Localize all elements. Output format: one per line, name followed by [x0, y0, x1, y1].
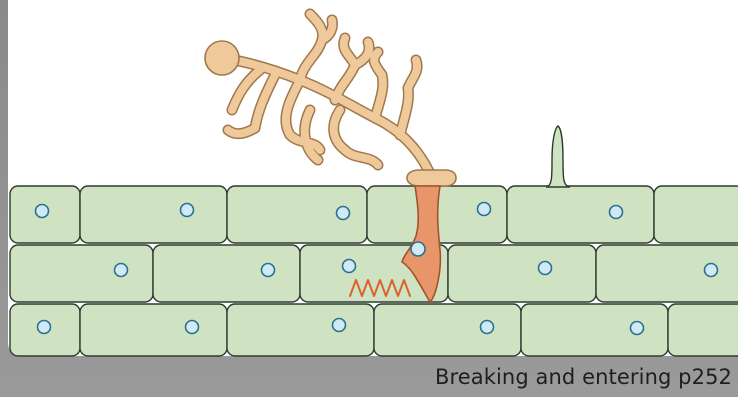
- cell-nucleus: [181, 204, 194, 217]
- plant-cell: [80, 186, 227, 243]
- cell-nucleus: [333, 319, 346, 332]
- plant-cell: [448, 245, 596, 302]
- cell-nucleus: [481, 321, 494, 334]
- fungal-spore-icon: [205, 41, 239, 75]
- plant-cell: [10, 245, 153, 302]
- cell-nucleus: [337, 207, 350, 220]
- cell-nucleus: [262, 264, 275, 277]
- cell-nucleus: [36, 205, 49, 218]
- plant-cell: [521, 304, 668, 356]
- cell-nucleus: [38, 321, 51, 334]
- cell-nucleus: [705, 264, 718, 277]
- plant-cell: [668, 304, 738, 356]
- cell-nucleus: [539, 262, 552, 275]
- cell-nucleus: [610, 206, 623, 219]
- haustorium-nucleus: [411, 242, 425, 256]
- plant-cell: [227, 304, 374, 356]
- cell-nucleus: [186, 321, 199, 334]
- plant-cell: [153, 245, 300, 302]
- appressorium-icon: [407, 170, 456, 186]
- cell-nucleus: [115, 264, 128, 277]
- plant-cell: [507, 186, 654, 243]
- plant-cell: [654, 186, 738, 243]
- cell-nucleus: [631, 322, 644, 335]
- plant-cell: [374, 304, 521, 356]
- caption-text: Breaking and entering p252: [435, 365, 732, 389]
- cell-nucleus: [478, 203, 491, 216]
- plant-cell: [80, 304, 227, 356]
- cell-nucleus: [343, 260, 356, 273]
